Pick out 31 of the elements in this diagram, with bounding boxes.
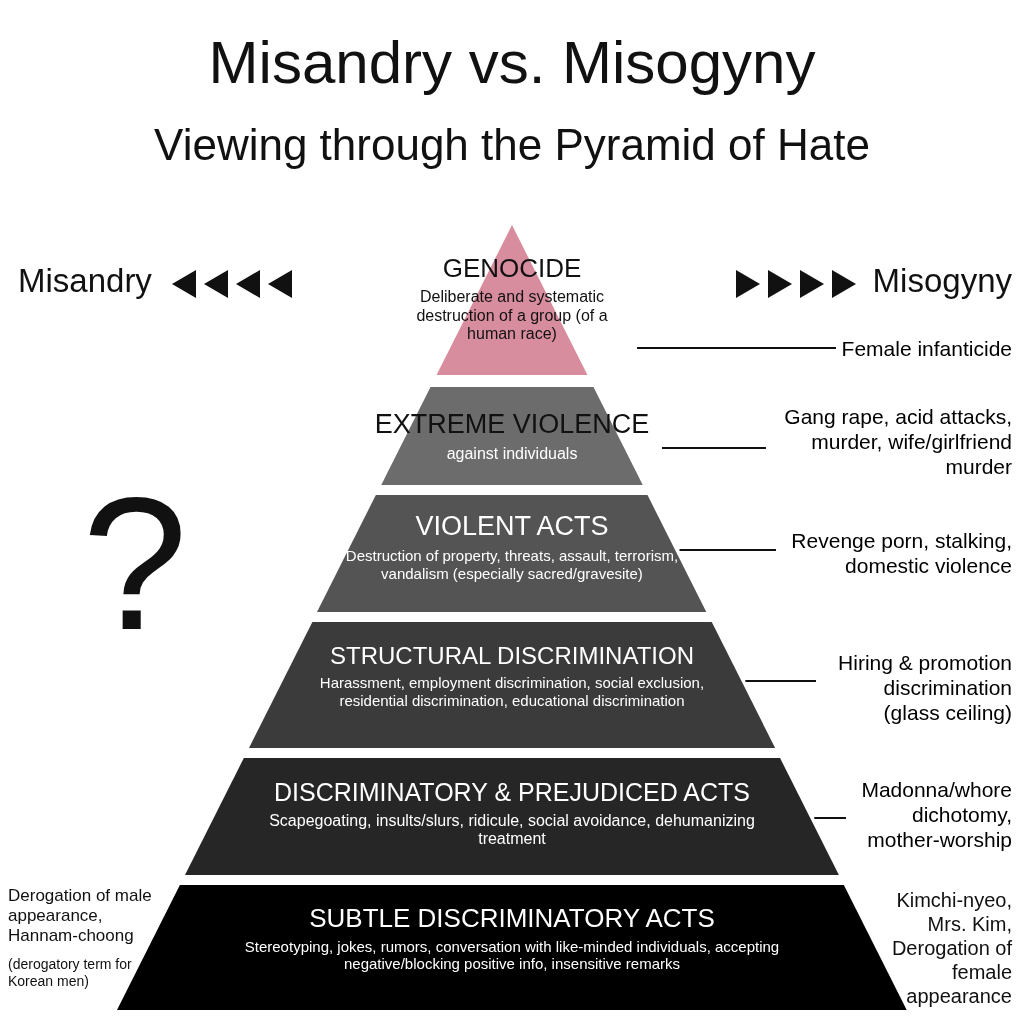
annotation-text: Madonna/whore dichotomy, mother-worship: [852, 777, 1012, 853]
leader-line: [744, 680, 817, 682]
pyramid-tier: [185, 758, 839, 875]
annotation-text: Revenge porn, stalking, domestic violence: [782, 528, 1012, 579]
tier-heading: VIOLENT ACTS: [414, 511, 610, 543]
tier-heading: DISCRIMINATORY & PREJUDICED ACTS: [272, 778, 751, 808]
question-mark: ?: [82, 468, 188, 658]
leader-line: [636, 347, 837, 349]
leader-line: [678, 549, 777, 551]
tier-description: Scapegoating, insults/slurs, ridicule, social avoidance, dehumanizing treatment: [268, 811, 756, 850]
tier-description: Destruction of property, threats, assault, terrorism, vandalism (especially sacred/gravesite): [344, 546, 680, 583]
tier-heading: SUBTLE DISCRIMINATORY ACTS: [308, 903, 716, 934]
annotation-text: Female infanticide: [841, 336, 1012, 362]
side-label: Misogyny: [872, 262, 1012, 300]
tier-description: against individuals: [445, 444, 579, 464]
subtitle: Viewing through the Pyramid of Hate: [153, 120, 871, 170]
side-label: Misandry: [18, 262, 152, 300]
tier-heading: GENOCIDE: [441, 253, 583, 284]
title: Misandry vs. Misogyny: [207, 28, 817, 97]
annotation-text: Derogation of male appearance, Hannam-choong: [8, 886, 153, 947]
leader-line: [661, 447, 767, 449]
tier-heading: STRUCTURAL DISCRIMINATION: [328, 642, 695, 671]
tier-description: Stereotyping, jokes, rumors, conversation with like-minded individuals, accepting negative/blocking positive info, insensitive remarks: [243, 937, 781, 974]
annotation-text: Hiring & promotion discrimination (glass ceiling): [822, 650, 1012, 726]
annotation-text: (derogatory term for Korean men): [8, 956, 133, 990]
leader-line: [813, 817, 847, 819]
tier-description: Harassment, employment discrimination, social exclusion, residential discrimination, educational discrimination: [318, 674, 706, 710]
annotation-text: Kimchi-nyeo, Mrs. Kim, Derogation of female appearance: [890, 888, 1012, 1008]
annotation-text: Gang rape, acid attacks, murder, wife/girlfriend murder: [772, 404, 1012, 480]
pyramid-tier: [317, 495, 707, 612]
pyramid-tier: [248, 622, 776, 748]
